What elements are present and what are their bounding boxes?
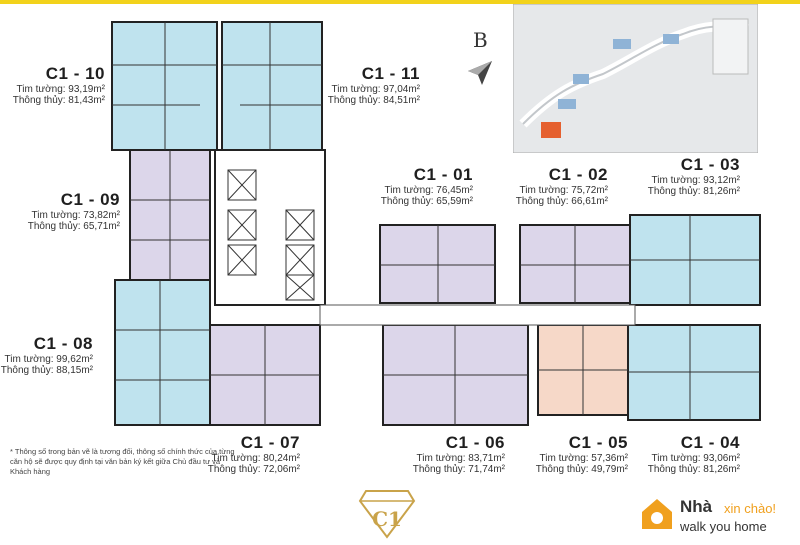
unit-c1-08-block <box>114 279 211 426</box>
net-area: Thông thủy: 65,71m² <box>27 221 120 233</box>
label-c1-09: C1 - 09 Tim tường: 73,82m² Thông thủy: 6… <box>28 190 120 233</box>
net-area: Thông thủy: 81,43m² <box>12 95 105 107</box>
top-accent-bar <box>0 0 800 4</box>
net-area: Thông thủy: 88,15m² <box>0 365 93 377</box>
label-c1-08: C1 - 08 Tim tường: 99,62m² Thông thủy: 8… <box>1 334 93 377</box>
site-minimap <box>513 4 758 153</box>
label-c1-07: C1 - 07 Tim tường: 80,24m² Thông thủy: 7… <box>208 433 300 476</box>
unit-code: C1 - 09 <box>60 190 120 209</box>
gross-area: Tim tường: 93,19m² <box>16 83 105 95</box>
gross-area: Tim tường: 80,24m² <box>211 452 300 464</box>
gross-area: Tim tường: 93,06m² <box>651 452 740 464</box>
unit-code: C1 - 11 <box>361 64 420 83</box>
net-area: Thông thủy: 49,79m² <box>535 464 628 476</box>
disclaimer-note: * Thông số trong bản vẽ là tương đối, th… <box>10 447 235 477</box>
unit-code: C1 - 10 <box>45 64 105 83</box>
gross-area: Tim tường: 97,04m² <box>331 83 420 95</box>
brand-tagline: walk you home <box>680 519 767 534</box>
emblem-text: C1 <box>372 507 402 531</box>
label-c1-04: C1 - 04 Tim tường: 93,06m² Thông thủy: 8… <box>648 433 740 476</box>
net-area: Thông thủy: 84,51m² <box>327 95 420 107</box>
unit-code: C1 - 03 <box>680 155 740 174</box>
unit-code: C1 - 04 <box>680 433 740 452</box>
gross-area: Tim tường: 93,12m² <box>651 174 740 186</box>
corridor-horizontal <box>319 304 636 326</box>
unit-code: C1 - 08 <box>33 334 93 353</box>
brand-name-part1: Nhà <box>680 497 713 516</box>
unit-code: C1 - 02 <box>548 165 608 184</box>
house-logo-icon <box>642 499 672 529</box>
gross-area: Tim tường: 57,36m² <box>539 452 628 464</box>
diamond-emblem-icon <box>358 490 416 539</box>
gross-area: Tim tường: 83,71m² <box>416 452 505 464</box>
net-area: Thông thủy: 72,06m² <box>207 464 300 476</box>
label-c1-11: C1 - 11 Tim tường: 97,04m² Thông thủy: 8… <box>328 64 420 107</box>
unit-c1-11-block <box>221 21 323 151</box>
compass-letter: B <box>473 28 488 52</box>
net-area: Thông thủy: 66,61m² <box>515 196 608 208</box>
gross-area: Tim tường: 99,62m² <box>4 353 93 365</box>
brand-name-part2: xin chào! <box>724 501 777 516</box>
brand-logo: Nhà xin chào! walk you home <box>640 493 800 541</box>
net-area: Thông thủy: 81,26m² <box>647 464 740 476</box>
unit-code: C1 - 05 <box>568 433 628 452</box>
label-c1-05: C1 - 05 Tim tường: 57,36m² Thông thủy: 4… <box>536 433 628 476</box>
label-c1-01: C1 - 01 Tim tường: 76,45m² Thông thủy: 6… <box>381 165 473 208</box>
net-area: Thông thủy: 65,59m² <box>380 196 473 208</box>
diamond-emblem: C1 <box>358 485 416 540</box>
unit-code: C1 - 01 <box>413 165 473 184</box>
label-c1-10: C1 - 10 Tim tường: 93,19m² Thông thủy: 8… <box>13 64 105 107</box>
unit-code: C1 - 06 <box>445 433 505 452</box>
label-c1-02: C1 - 02 Tim tường: 75,72m² Thông thủy: 6… <box>516 165 608 208</box>
north-arrow-icon <box>468 61 492 85</box>
label-c1-03: C1 - 03 Tim tường: 93,12m² Thông thủy: 8… <box>648 155 740 198</box>
net-area: Thông thủy: 81,26m² <box>647 186 740 198</box>
net-area: Thông thủy: 71,74m² <box>412 464 505 476</box>
gross-area: Tim tường: 73,82m² <box>31 209 120 221</box>
unit-code: C1 - 07 <box>240 433 300 452</box>
label-c1-06: C1 - 06 Tim tường: 83,71m² Thông thủy: 7… <box>413 433 505 476</box>
gross-area: Tim tường: 75,72m² <box>519 184 608 196</box>
gross-area: Tim tường: 76,45m² <box>384 184 473 196</box>
